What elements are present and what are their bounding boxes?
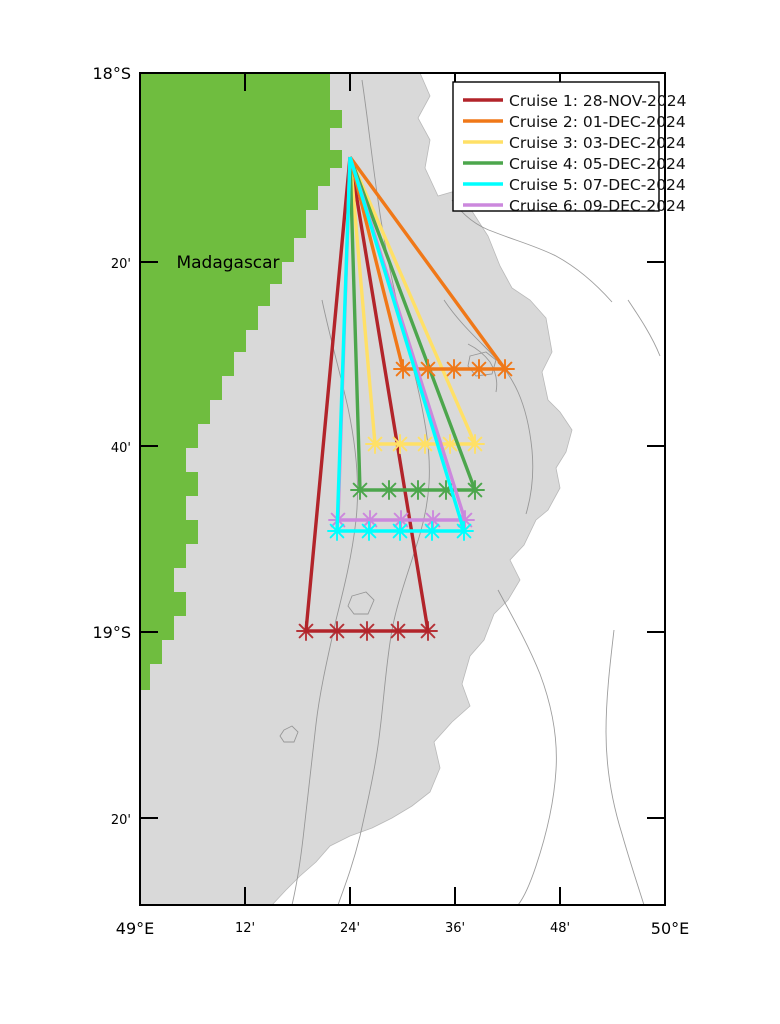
x-tick-label-36min: 36' — [445, 921, 465, 936]
bathymetry-contours — [279, 79, 661, 905]
legend-item-cruise-5[interactable]: Cruise 5: 07-DEC-2024 — [463, 176, 686, 194]
cruise-4-stations — [350, 480, 485, 500]
x-tick-label-49E: 49°E — [116, 919, 154, 938]
madagascar-label: Madagascar — [176, 253, 279, 273]
legend-label-cruise-6: Cruise 6: 09-DEC-2024 — [509, 197, 686, 215]
axis-frame — [139, 72, 666, 906]
legend-label-cruise-4: Cruise 4: 05-DEC-2024 — [509, 155, 686, 173]
legend-item-cruise-3[interactable]: Cruise 3: 03-DEC-2024 — [463, 134, 686, 152]
cruise-track-2[interactable] — [348, 155, 515, 379]
cruise-track-4[interactable] — [348, 156, 485, 500]
x-tick-label-24min: 24' — [340, 921, 360, 936]
y-tick-label-19S: 19°S — [92, 623, 131, 642]
x-tick-label-48min: 48' — [550, 921, 570, 936]
cruise-track-3[interactable] — [348, 156, 485, 454]
cruise-track-5[interactable] — [327, 156, 474, 541]
legend[interactable]: Cruise 1: 28-NOV-2024 Cruise 2: 01-DEC-2… — [452, 81, 686, 215]
cruise-track-1[interactable] — [296, 156, 438, 641]
y-tick-label-20min: 20' — [111, 257, 131, 272]
legend-box — [452, 81, 660, 212]
legend-label-cruise-5: Cruise 5: 07-DEC-2024 — [509, 176, 686, 194]
y-axis: 18°S 20' 40' 19°S 20' — [92, 64, 158, 828]
y-axis-ticks — [140, 72, 158, 819]
legend-item-cruise-2[interactable]: Cruise 2: 01-DEC-2024 — [463, 113, 686, 131]
x-tick-label-12min: 12' — [235, 921, 255, 936]
legend-label-cruise-1: Cruise 1: 28-NOV-2024 — [509, 92, 686, 110]
legend-item-cruise-6[interactable]: Cruise 6: 09-DEC-2024 — [463, 197, 686, 215]
cruise-5-stations — [327, 521, 474, 541]
cruise-1-stations — [296, 621, 438, 641]
y-tick-label-20min-b: 20' — [111, 813, 131, 828]
cruise-2-stations — [393, 359, 515, 379]
legend-label-cruise-3: Cruise 3: 03-DEC-2024 — [509, 134, 686, 152]
legend-label-cruise-2: Cruise 2: 01-DEC-2024 — [509, 113, 686, 131]
y-tick-label-18S: 18°S — [92, 64, 131, 83]
cruise-3-stations — [365, 434, 485, 454]
madagascar-landmass — [140, 73, 342, 690]
x-axis: 49°E 12' 24' 36' 48' 50°E — [116, 72, 689, 938]
legend-item-cruise-4[interactable]: Cruise 4: 05-DEC-2024 — [463, 155, 686, 173]
legend-item-cruise-1[interactable]: Cruise 1: 28-NOV-2024 — [463, 92, 686, 110]
x-tick-label-50E: 50°E — [651, 919, 689, 938]
y-tick-label-40min: 40' — [111, 441, 131, 456]
